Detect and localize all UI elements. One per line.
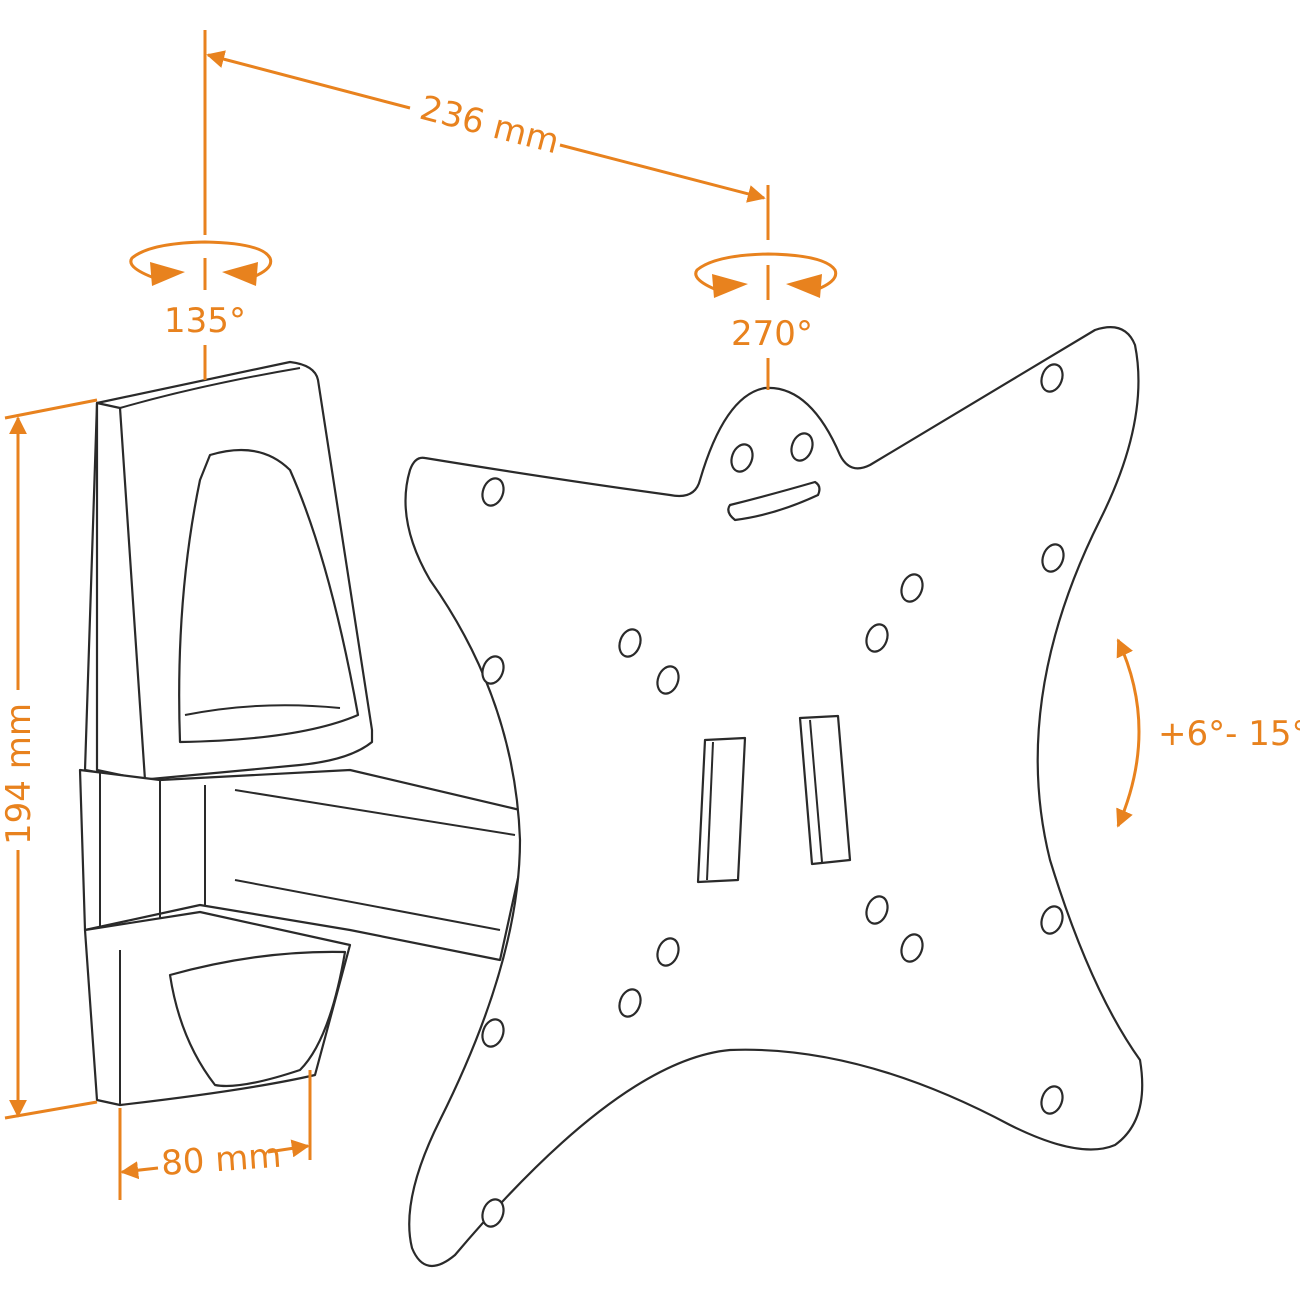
wall-plate-width-label: 80 mm	[160, 1136, 283, 1184]
mounting-hole	[1040, 905, 1064, 935]
arm-reach-label: 236 mm	[416, 88, 563, 162]
tilt-label: +6°- 15°	[1158, 714, 1300, 754]
dimension-wall-plate-width: 80 mm	[118, 1070, 312, 1200]
mounting-hole	[1041, 543, 1065, 573]
mounting-hole	[481, 655, 505, 685]
plate-swivel-label: 270°	[731, 314, 813, 354]
mounting-hole	[481, 477, 505, 507]
wall-swivel-label: 135°	[164, 301, 246, 341]
height-label: 194 mm	[0, 703, 39, 845]
mounting-hole	[481, 1018, 505, 1048]
mounting-hole	[1040, 363, 1064, 393]
mounting-hole	[865, 895, 889, 925]
dimension-height: 194 mm	[0, 398, 98, 1120]
mounting-hole	[656, 665, 680, 695]
vesa-plate	[404, 326, 1144, 1267]
dimension-arm-reach: 236 mm	[203, 30, 770, 240]
mounting-hole	[865, 623, 889, 653]
mounting-hole	[618, 628, 642, 658]
rotation-plate-swivel: 270°	[694, 252, 838, 390]
rotation-wall-swivel: 135°	[129, 240, 273, 380]
mounting-hole	[656, 937, 680, 967]
tilt-indicator: +6°- 15°	[1116, 638, 1300, 828]
mounting-hole	[618, 988, 642, 1018]
mounting-hole	[730, 443, 754, 473]
mounting-hole	[900, 933, 924, 963]
mounting-hole	[790, 432, 814, 462]
mounting-hole	[1040, 1085, 1064, 1115]
mounting-hole	[900, 573, 924, 603]
mounting-hole	[481, 1198, 505, 1228]
wall-bracket	[78, 360, 524, 1107]
